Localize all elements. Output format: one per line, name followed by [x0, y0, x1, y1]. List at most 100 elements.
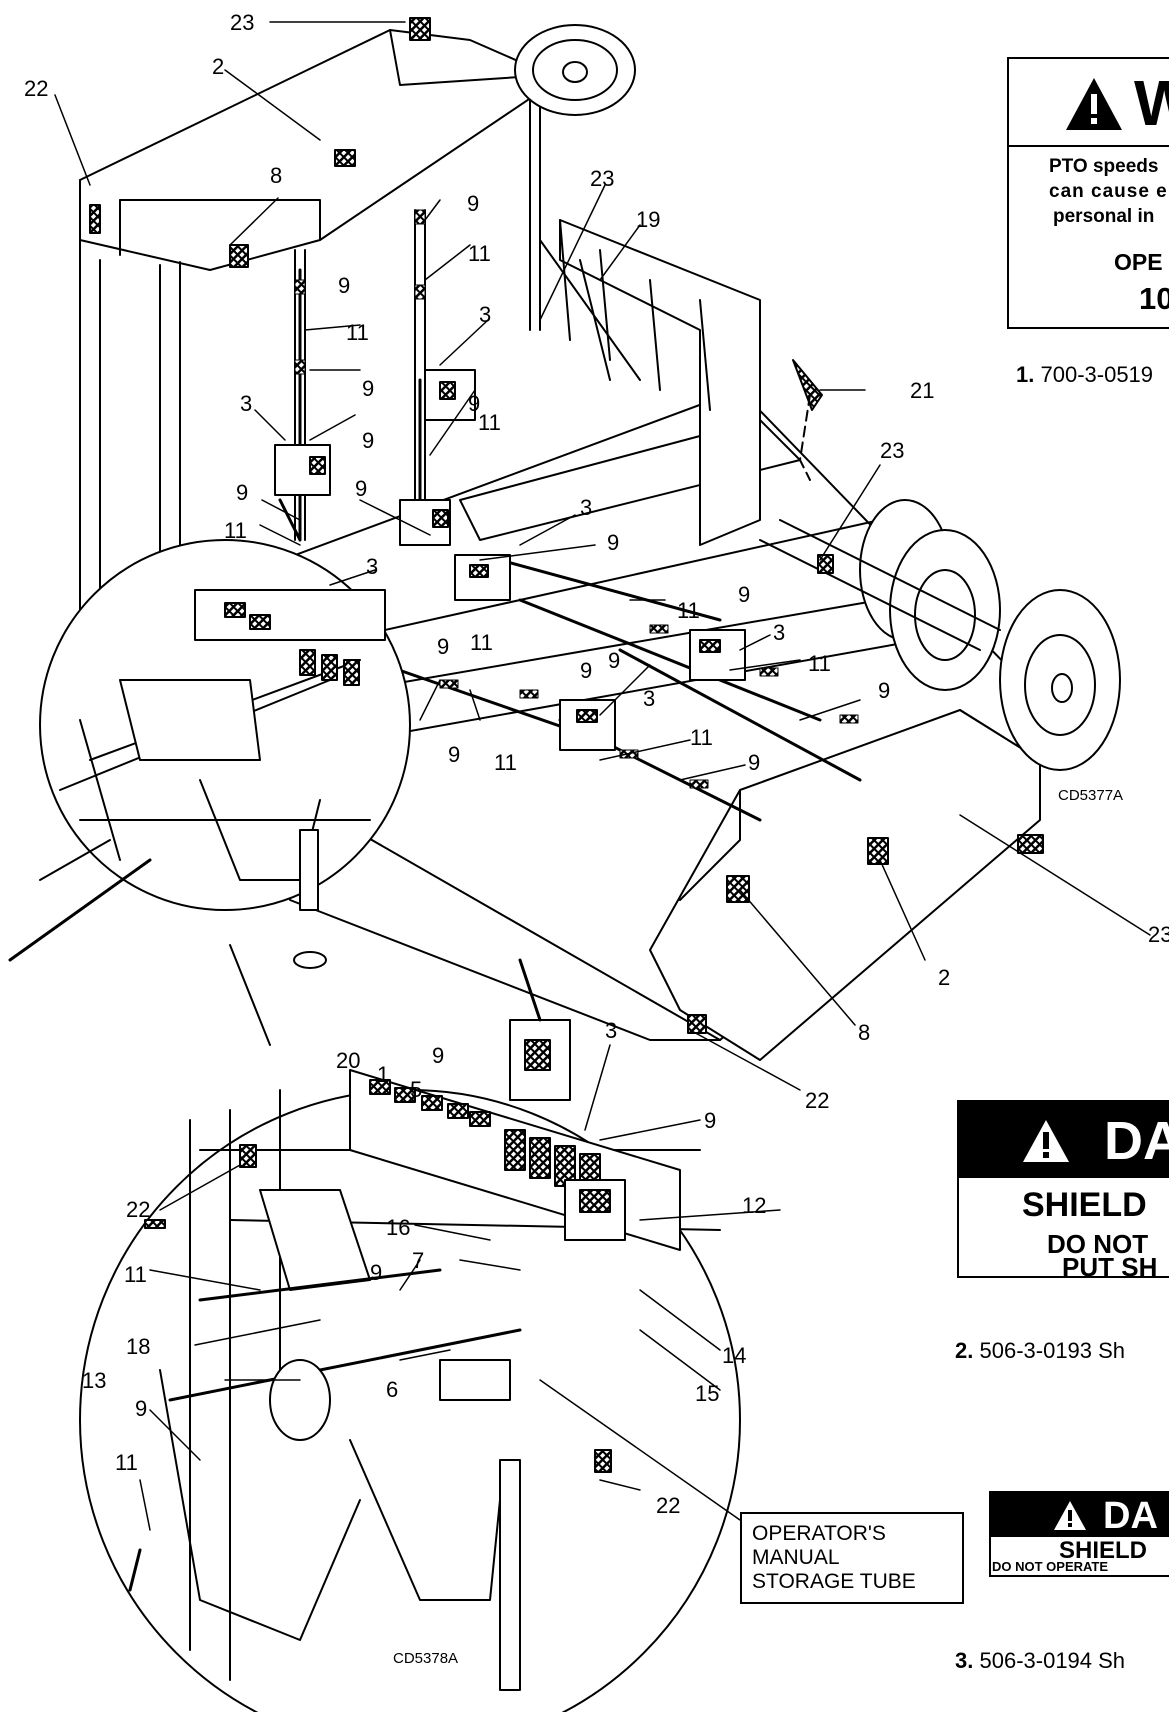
callout-9: 9 [370, 1260, 383, 1285]
decal-2-caption: 2. 506-3-0193 Sh [955, 1338, 1125, 1364]
decal-danger-1-line-1: SHIELD [1022, 1186, 1147, 1224]
callout-22: 22 [656, 1493, 681, 1518]
decal-warning-header: W [1009, 59, 1169, 147]
decal-danger-1-line-2: DO NOT [1047, 1229, 1149, 1259]
callout-18: 18 [126, 1334, 151, 1359]
callout-9: 9 [338, 273, 351, 298]
decal-danger-2-word: DA [1103, 1495, 1158, 1537]
callout-11: 11 [478, 410, 501, 435]
callout-11: 11 [115, 1450, 138, 1475]
callout-3: 3 [366, 554, 379, 579]
warning-triangle-icon [1023, 1120, 1069, 1162]
callout-5: 5 [410, 1077, 423, 1102]
decal-danger-2: DA SHIELD DO NOT OPERATE [989, 1491, 1169, 1577]
callout-11: 11 [808, 651, 831, 676]
callout-23: 23 [590, 166, 615, 191]
decal-warning-line-2: can cause e [1049, 181, 1168, 202]
callout-15: 15 [695, 1381, 720, 1406]
callout-11: 11 [690, 725, 713, 750]
decal-danger-2-header: DA [991, 1493, 1169, 1537]
figure-code-main: CD5377A [1058, 787, 1124, 804]
decal-danger-1-header: DA [959, 1102, 1169, 1178]
callout-9: 9 [580, 658, 593, 683]
callout-22: 22 [126, 1197, 151, 1222]
callout-9: 9 [362, 376, 375, 401]
callout-11: 11 [224, 518, 247, 543]
callout-11: 11 [468, 241, 491, 266]
callout-3: 3 [240, 391, 253, 416]
callout-9: 9 [468, 391, 481, 416]
decal-2-part-number: 506-3-0193 Sh [979, 1338, 1126, 1363]
callout-23: 23 [1148, 922, 1169, 947]
callout-3: 3 [773, 620, 786, 645]
callout-9: 9 [236, 480, 249, 505]
decal-danger-2-line-2: DO NOT OPERATE [992, 1559, 1109, 1574]
callout-3: 3 [605, 1018, 618, 1043]
decal-danger-2-line-1: SHIELD [1059, 1537, 1148, 1564]
callout-1: 1 [377, 1062, 390, 1087]
decal-warning-ope: OPE [1114, 249, 1163, 275]
callout-9: 9 [355, 476, 368, 501]
callout-22: 22 [24, 76, 49, 101]
storage-tube-line-3: STORAGE TUBE [752, 1570, 916, 1593]
callout-9: 9 [704, 1108, 717, 1133]
callout-9: 9 [135, 1396, 148, 1421]
callout-14: 14 [722, 1343, 747, 1368]
callout-9: 9 [467, 191, 480, 216]
callout-2: 2 [938, 965, 951, 990]
decal-3-caption: 3. 506-3-0194 Sh [955, 1648, 1125, 1674]
warning-triangle-icon [1066, 78, 1122, 130]
callout-6: 6 [386, 1377, 399, 1402]
callout-9: 9 [878, 678, 891, 703]
storage-tube-line-1: OPERATOR'S [752, 1522, 886, 1545]
decal-danger-1-word: DA [1104, 1111, 1169, 1171]
figure-code-detail: CD5378A [393, 1650, 459, 1667]
warning-triangle-icon [1054, 1501, 1086, 1530]
decal-warning-line-3: personal in [1053, 206, 1155, 227]
storage-tube-line-2: MANUAL [752, 1546, 840, 1569]
decal-warning: W PTO speeds can cause e personal in OPE… [1007, 57, 1169, 329]
callout-21: 21 [910, 378, 935, 403]
callout-9: 9 [432, 1043, 445, 1068]
decal-warning-word: W [1134, 71, 1169, 135]
decal-1-part-number: 700-3-0519 [1040, 362, 1154, 387]
callout-2: 2 [212, 54, 225, 79]
callout-9: 9 [607, 530, 620, 555]
callout-16: 16 [386, 1215, 411, 1240]
decal-1-caption: 1. 700-3-0519 [1016, 362, 1153, 388]
decal-danger-1-line-3: PUT SH [1062, 1252, 1158, 1278]
callout-9: 9 [448, 742, 461, 767]
callout-22: 22 [805, 1088, 830, 1113]
callout-3: 3 [479, 302, 492, 327]
callout-9: 9 [748, 750, 761, 775]
decal-1-number: 1. [1016, 362, 1035, 387]
decal-warning-num: 10 [1139, 281, 1169, 316]
storage-tube-label: OPERATOR'S MANUAL STORAGE TUBE [740, 1512, 964, 1604]
decal-3-number: 3. [955, 1648, 974, 1673]
decal-danger-1: DA SHIELD DO NOT PUT SH [957, 1100, 1169, 1278]
callout-3: 3 [643, 686, 656, 711]
callout-8: 8 [270, 163, 283, 188]
callout-20: 20 [336, 1048, 361, 1073]
callout-9: 9 [738, 582, 751, 607]
callout-13: 13 [82, 1368, 107, 1393]
callout-23: 23 [880, 438, 905, 463]
callout-7: 7 [412, 1248, 425, 1273]
callout-3: 3 [580, 495, 593, 520]
callout-12: 12 [742, 1193, 767, 1218]
callout-9: 9 [437, 634, 450, 659]
decal-2-number: 2. [955, 1338, 974, 1363]
callout-9: 9 [608, 648, 621, 673]
decal-warning-line-1: PTO speeds [1049, 156, 1159, 177]
callout-23: 23 [230, 10, 255, 35]
callout-11: 11 [470, 630, 493, 655]
callout-8: 8 [858, 1020, 871, 1045]
callout-9: 9 [362, 428, 375, 453]
callout-11: 11 [677, 598, 700, 623]
callout-11: 11 [346, 320, 369, 345]
callout-11: 11 [494, 750, 517, 775]
callout-19: 19 [636, 207, 661, 232]
decal-warning-body: PTO speeds can cause e personal in [1049, 154, 1168, 229]
